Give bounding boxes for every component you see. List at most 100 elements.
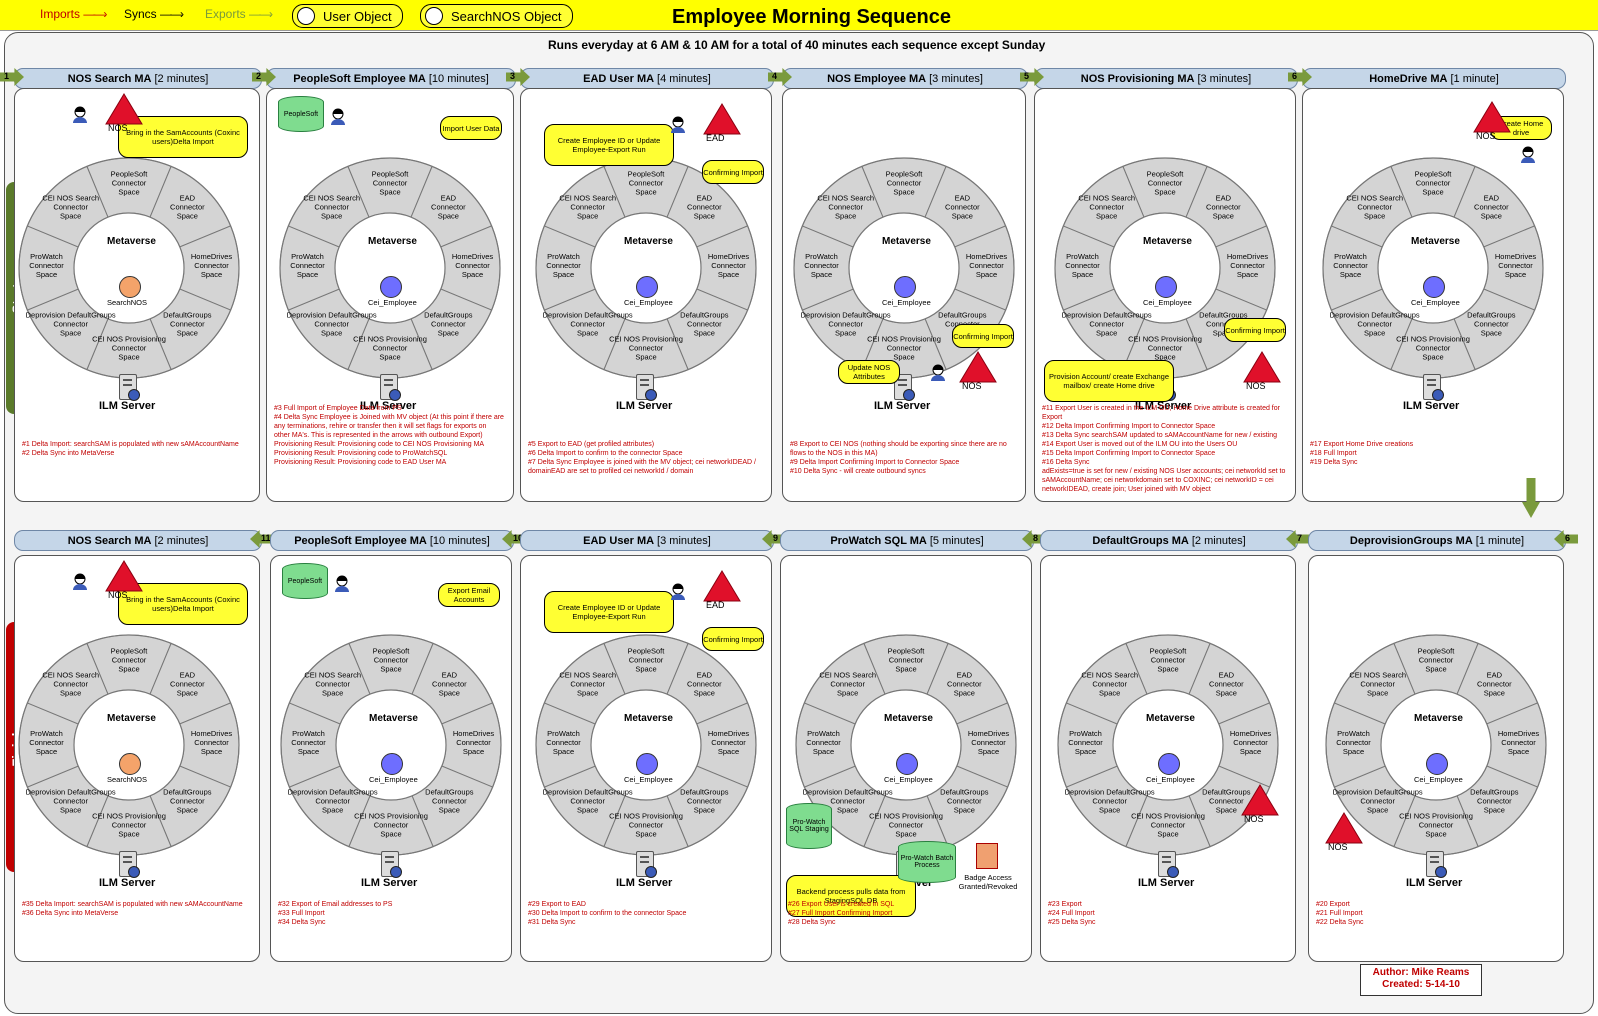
ma-header[interactable]: DefaultGroups MA[2 minutes] [1040, 530, 1298, 551]
ma-header[interactable]: PeopleSoft Employee MA[10 minutes] [270, 530, 514, 551]
step-note: Provisioning Result: Provisioning code t… [274, 441, 485, 448]
metaverse-label: Metaverse [624, 236, 673, 247]
step-note: #36 Delta Sync into MetaVerse [22, 910, 119, 917]
ma-header[interactable]: NOS Employee MA[3 minutes] [782, 68, 1028, 89]
step-arrow: 3 [506, 68, 530, 86]
server-icon [119, 374, 140, 401]
ma-header[interactable]: NOS Search MA[2 minutes] [14, 530, 262, 551]
ilm-server-label: ILM Server [874, 400, 931, 412]
page-title: Employee Morning Sequence [672, 6, 951, 28]
step-arrow: 2 [252, 68, 276, 86]
ma-header[interactable]: EAD User MA[4 minutes] [520, 68, 774, 89]
nos-triangle-icon [959, 351, 997, 383]
metaverse-label: Metaverse [368, 236, 417, 247]
step-note: #16 Delta Sync [1042, 459, 1090, 466]
prowatch-batch-db-icon: Pro-Watch Batch Process [898, 841, 956, 883]
step-note: #26 Export User is created in SQL [788, 901, 895, 908]
step-note: #7 Delta Sync Employee is joined with th… [528, 459, 756, 475]
step-note: #32 Export of Email addresses to PS [278, 901, 393, 908]
step-note: #22 Delta Sync [1316, 919, 1364, 926]
employee-object-icon [894, 276, 916, 298]
down-step-arrow [1522, 478, 1540, 518]
searchnos-avatar-icon [425, 7, 443, 25]
ma-header[interactable]: NOS Provisioning MA[3 minutes] [1034, 68, 1298, 89]
server-icon [381, 851, 402, 878]
nos-triangle-icon [703, 103, 741, 135]
employee-object-icon [636, 276, 658, 298]
step-notes: #23 Export#24 Full Import#25 Delta Sync [1048, 900, 1286, 927]
step-notes: #11 Export User is created in the ILM OU… [1042, 404, 1286, 494]
server-icon [380, 374, 401, 401]
employee-object-icon [380, 276, 402, 298]
ma-header[interactable]: ProWatch SQL MA[5 minutes] [780, 530, 1034, 551]
step-notes: #35 Delta Import: searchSAM is populated… [22, 900, 250, 918]
step-note: #31 Delta Sync [528, 919, 576, 926]
user-icon [335, 575, 349, 592]
ma-header[interactable]: HomeDrive MA[1 minute] [1302, 68, 1566, 89]
step-notes: #29 Export to EAD#30 Delta Import to con… [528, 900, 762, 927]
process-callout: Update NOS Attributes [838, 360, 900, 384]
object-label: Cei_Employee [368, 298, 417, 307]
process-callout: Confirming Import [702, 627, 764, 651]
system-label: EAD [706, 133, 725, 143]
legend-exports: Exports ——› [205, 7, 273, 21]
step-note: #1 Delta Import: searchSAM is populated … [22, 441, 239, 448]
ilm-server-label: ILM Server [1135, 400, 1192, 412]
system-label: NOS [1246, 381, 1266, 391]
ma-header[interactable]: DeprovisionGroups MA[1 minute] [1308, 530, 1566, 551]
nos-triangle-icon [105, 93, 143, 125]
step-note: #10 Delta Sync - will create outbound sy… [790, 468, 926, 475]
step-notes: #8 Export to CEI NOS (nothing should be … [790, 440, 1016, 476]
ma-header[interactable]: NOS Search MA[2 minutes] [14, 68, 262, 89]
step-arrow: 5 [1020, 68, 1044, 86]
ma-header[interactable]: PeopleSoft Employee MA[10 minutes] [266, 68, 516, 89]
step-note: #4 Delta Sync Employee is Joined with MV… [274, 414, 504, 439]
step-note: adExists=true is set for new / existing … [1042, 468, 1286, 493]
system-label: NOS [1244, 814, 1264, 824]
peoplesoft-db-icon: PeopleSoft [278, 96, 324, 132]
process-callout: Confirming Import [952, 324, 1014, 348]
step-note: #8 Export to CEI NOS (nothing should be … [790, 441, 1007, 457]
ma-header[interactable]: EAD User MA[3 minutes] [520, 530, 774, 551]
ilm-server-label: ILM Server [99, 400, 156, 412]
step-note: #15 Delta Import Confirming Import to Co… [1042, 450, 1216, 457]
badge-access-label: Badge Access Granted/Revoked [958, 873, 1018, 891]
process-callout: Provision Account/ create Exchange mailb… [1044, 360, 1174, 402]
step-notes: #5 Export to EAD (get profiled attribute… [528, 440, 762, 476]
